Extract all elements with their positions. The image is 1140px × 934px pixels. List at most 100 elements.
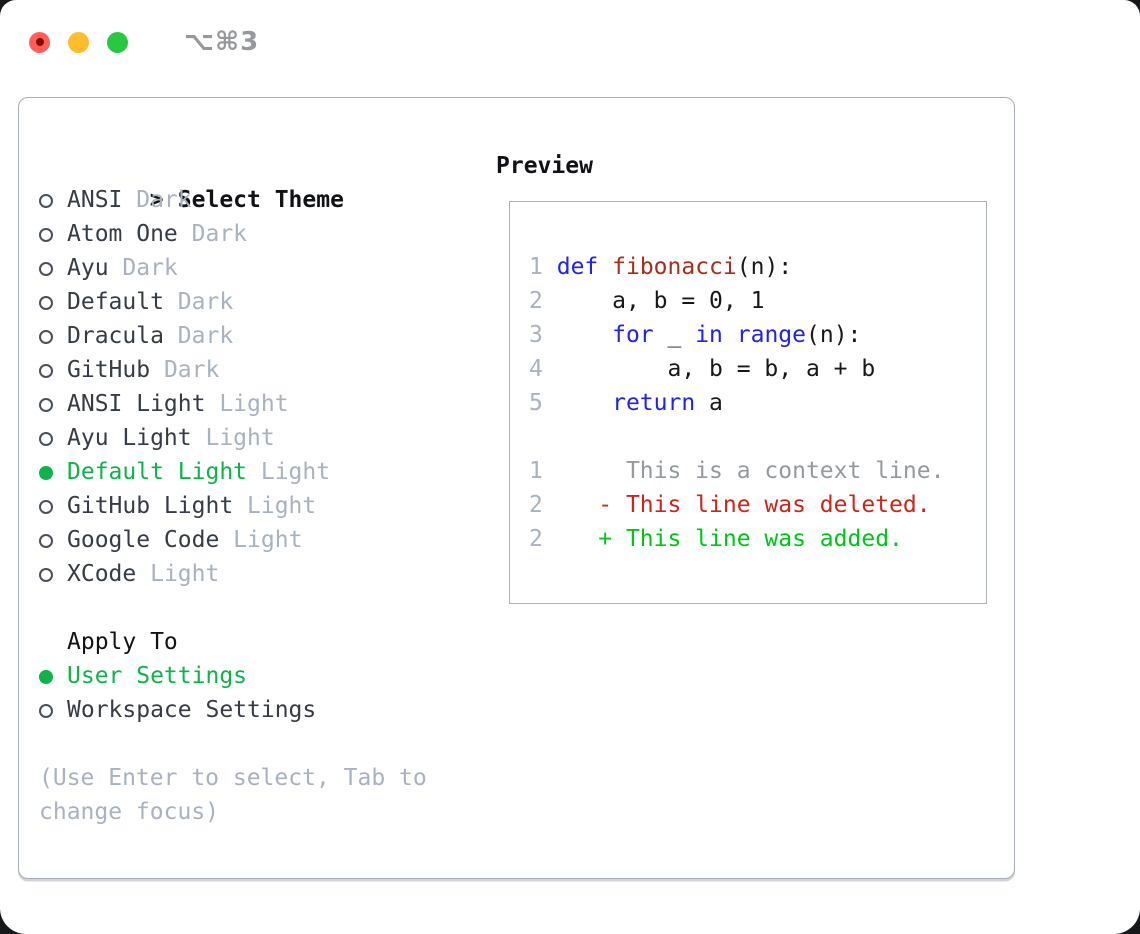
radio-unselected-icon	[39, 704, 53, 718]
preview-line: 2 + This line was added.	[529, 522, 978, 556]
close-dot-icon	[35, 38, 44, 46]
theme-variant-tag: Dark	[177, 221, 248, 247]
code-segment: 2	[529, 288, 543, 314]
code-segment: a, b = b, a + b	[542, 356, 876, 382]
code-segment: 1	[529, 458, 543, 484]
code-segment: range	[736, 322, 807, 348]
code-segment: in	[695, 322, 723, 348]
apply-option-name: Workspace Settings	[67, 697, 317, 723]
code-segment: (n):	[736, 254, 793, 280]
spacer	[39, 727, 469, 761]
code-segment	[723, 322, 737, 348]
window-title-shortcut: ⌥⌘3	[184, 27, 260, 57]
preview-line: 2 a, b = 0, 1	[529, 284, 978, 318]
radio-unselected-icon	[39, 432, 53, 446]
preview-line	[529, 420, 978, 454]
theme-option-github[interactable]: GitHub Dark	[39, 353, 469, 387]
code-segment: This is a context line.	[542, 458, 945, 484]
theme-option-atom-one[interactable]: Atom One Dark	[39, 217, 469, 251]
theme-option-dracula[interactable]: Dracula Dark	[39, 319, 469, 353]
select-theme-title: Select Theme	[177, 187, 344, 213]
theme-variant-tag: Dark	[163, 323, 234, 349]
select-theme-header: >Select Theme	[39, 149, 469, 213]
theme-variant-tag: Light	[205, 391, 289, 417]
close-button[interactable]	[29, 31, 50, 53]
theme-option-github-light[interactable]: GitHub Light Light	[39, 489, 469, 523]
radio-unselected-icon	[39, 296, 53, 310]
theme-name: Dracula	[67, 323, 164, 349]
code-segment: for	[612, 322, 654, 348]
theme-option-ansi-light[interactable]: ANSI Light Light	[39, 387, 469, 421]
apply-option-user-settings[interactable]: User Settings	[39, 659, 469, 693]
code-segment: a	[695, 390, 723, 416]
theme-variant-tag: Dark	[163, 289, 234, 315]
theme-name: Ayu Light	[67, 425, 192, 451]
radio-unselected-icon	[39, 568, 53, 582]
apply-option-name: User Settings	[67, 663, 248, 689]
radio-unselected-icon	[39, 194, 53, 208]
code-segment	[543, 390, 612, 416]
theme-variant-tag: Dark	[108, 255, 178, 281]
minimize-button[interactable]	[68, 31, 89, 53]
code-segment: 2	[529, 492, 543, 518]
apply-to-title: Apply To	[67, 629, 178, 655]
theme-name: Default Light	[67, 459, 248, 485]
preview-title: Preview	[496, 153, 593, 179]
theme-variant-tag: Light	[136, 561, 220, 587]
radio-selected-icon	[39, 466, 53, 480]
theme-name: Ayu	[67, 255, 109, 281]
preview-line: 4 a, b = b, a + b	[529, 352, 978, 386]
zoom-button[interactable]	[107, 31, 128, 53]
theme-name: ANSI Light	[67, 391, 206, 417]
theme-option-default[interactable]: Default Dark	[39, 285, 469, 319]
radio-selected-icon	[39, 670, 53, 684]
theme-option-xcode[interactable]: XCode Light	[39, 557, 469, 591]
code-segment: 3	[529, 322, 543, 348]
code-segment: _	[653, 322, 696, 348]
code-segment: 4	[529, 356, 543, 382]
code-segment: - This line was deleted.	[542, 492, 931, 518]
theme-name: ANSI	[67, 187, 123, 213]
apply-option-workspace-settings[interactable]: Workspace Settings	[39, 693, 469, 727]
radio-unselected-icon	[39, 364, 53, 378]
preview-line: 5 return a	[529, 386, 978, 420]
theme-variant-tag: Light	[219, 527, 303, 553]
theme-option-google-code[interactable]: Google Code Light	[39, 523, 469, 557]
theme-option-ayu-light[interactable]: Ayu Light Light	[39, 421, 469, 455]
theme-variant-tag: Dark	[122, 187, 192, 213]
preview-line: 3 for _ in range(n):	[529, 318, 978, 352]
radio-unselected-icon	[39, 228, 53, 242]
theme-name: GitHub	[67, 357, 151, 383]
window-titlebar: ⌥⌘3	[29, 27, 259, 57]
theme-name: GitHub Light	[67, 493, 234, 519]
code-segment	[543, 322, 612, 348]
theme-variant-tag: Light	[191, 425, 275, 451]
code-segment: 1	[529, 254, 543, 280]
preview-line: 1 def fibonacci(n):	[529, 250, 978, 284]
theme-option-ansi[interactable]: ANSI Dark	[39, 183, 469, 217]
radio-unselected-icon	[39, 500, 53, 514]
theme-variant-tag: Light	[247, 459, 331, 485]
theme-option-ayu[interactable]: Ayu Dark	[39, 251, 469, 285]
theme-name: Atom One	[67, 221, 178, 247]
hint-text: (Use Enter to select, Tab to change focu…	[39, 765, 427, 825]
code-segment: def	[556, 254, 599, 280]
code-segment: a, b = 0, 1	[542, 288, 765, 314]
code-segment: (n):	[806, 322, 862, 348]
theme-name: Default	[67, 289, 164, 315]
code-segment: 2	[529, 526, 543, 552]
code-segment	[543, 254, 557, 280]
theme-name: XCode	[67, 561, 137, 587]
theme-option-default-light[interactable]: Default Light Light	[39, 455, 469, 489]
theme-variant-tag: Dark	[150, 357, 220, 383]
radio-unselected-icon	[39, 330, 53, 344]
radio-unselected-icon	[39, 534, 53, 548]
code-segment: 5	[529, 390, 543, 416]
